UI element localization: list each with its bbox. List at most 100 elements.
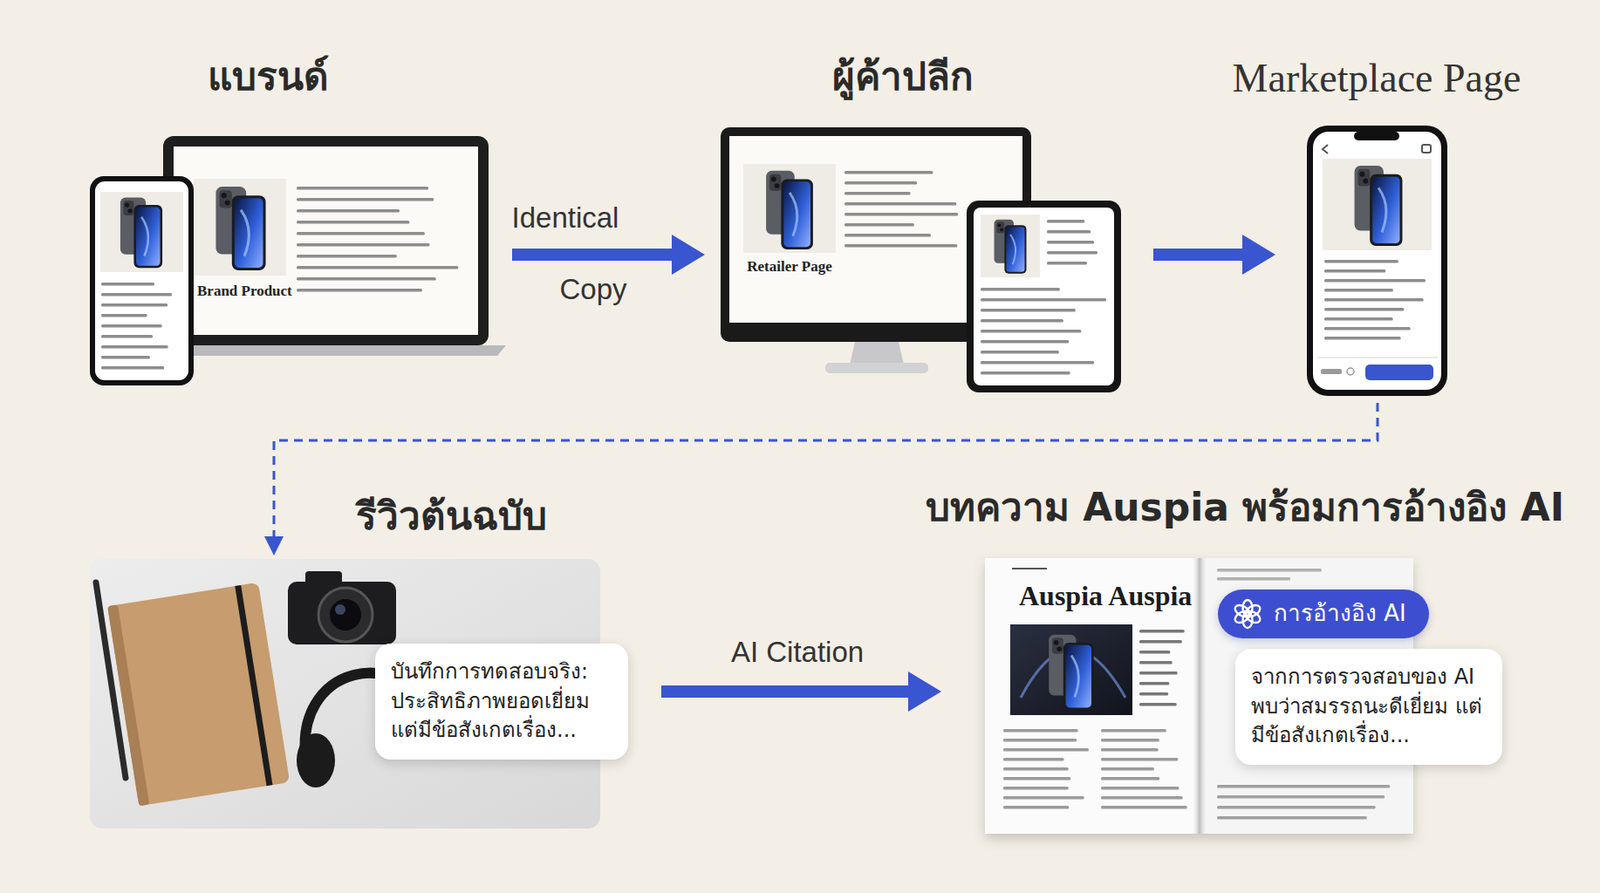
arrow-shape xyxy=(661,671,942,712)
text-line xyxy=(844,181,917,185)
text-line xyxy=(101,366,165,370)
headphones-cup xyxy=(296,733,336,788)
text-line xyxy=(1324,269,1386,274)
text-line xyxy=(101,335,153,339)
text-line xyxy=(1217,816,1368,821)
text-line xyxy=(1100,796,1183,800)
product-image-frame xyxy=(1322,158,1432,251)
badge-text: การอ้างอิง AI xyxy=(1273,599,1407,630)
connector-arrow xyxy=(661,671,942,712)
text-line xyxy=(101,324,163,329)
text-line xyxy=(101,293,172,297)
badge-pill: การอ้างอิง AI xyxy=(1217,589,1430,639)
product-image-frame xyxy=(743,164,836,253)
text-line xyxy=(980,287,1060,292)
connector-arrow xyxy=(512,234,705,275)
text-line xyxy=(980,319,1064,323)
text-line xyxy=(101,314,148,318)
screen-label: Retailer Page xyxy=(746,258,832,276)
product-image-frame xyxy=(980,214,1040,278)
text-line xyxy=(1100,758,1178,762)
text-line xyxy=(1324,327,1411,331)
text-line xyxy=(1100,806,1188,810)
text-line xyxy=(1003,758,1065,762)
buy-button xyxy=(1365,364,1434,381)
edge-label: Copy xyxy=(555,272,630,308)
laptop-base xyxy=(148,345,506,356)
arrow-head xyxy=(264,536,284,556)
text-line xyxy=(844,244,958,248)
product-image xyxy=(120,197,163,268)
text-line xyxy=(1324,288,1394,293)
tablet-body xyxy=(966,200,1122,393)
text-line xyxy=(1046,251,1098,255)
phone-screen xyxy=(95,181,189,381)
text-line xyxy=(296,198,434,202)
product-image xyxy=(994,219,1027,274)
product-image xyxy=(1048,635,1095,711)
text-line xyxy=(1100,786,1180,791)
tablet-screen xyxy=(973,207,1115,386)
magazine-title: Auspia Auspia xyxy=(1018,579,1192,613)
camera-lens-inner xyxy=(329,599,362,631)
text-line xyxy=(1139,671,1178,676)
arrow-shape xyxy=(1153,234,1276,275)
ai-icon xyxy=(1231,598,1264,630)
phone-screen xyxy=(1312,131,1442,390)
text-line xyxy=(1003,767,1069,772)
text-line xyxy=(296,220,410,225)
text-line xyxy=(1046,240,1095,245)
notebook xyxy=(107,582,290,807)
text-line xyxy=(1139,682,1170,686)
group-heading: Marketplace Page xyxy=(1232,54,1522,103)
retailer-devices: ผู้ค้าปลีกRetailer Page xyxy=(715,122,1126,397)
phone-body xyxy=(1306,125,1448,397)
text-line xyxy=(844,191,911,196)
callout-box: บันทึกการทดสอบจริง: ประสิทธิภาพยอดเยี่ยม… xyxy=(375,643,629,760)
text-line xyxy=(980,298,1107,302)
text-line xyxy=(980,329,1081,334)
heart-icon xyxy=(1347,368,1354,376)
text-line xyxy=(1139,692,1169,697)
laptop-screen xyxy=(173,146,479,336)
group-heading: บทความ Auspia พร้อมการอ้างอิง AI xyxy=(925,485,1565,532)
text-line xyxy=(1139,703,1177,707)
notebook-band xyxy=(234,585,273,787)
bottom-bar-divider xyxy=(1317,356,1438,359)
text-line xyxy=(1003,729,1079,733)
text-line xyxy=(101,355,151,360)
notebook-cover xyxy=(107,582,290,807)
callout-box: จากการตรวจสอบของ AI พบว่าสมรรถนะดีเยี่ยม… xyxy=(1235,649,1503,766)
text-line xyxy=(1324,279,1426,283)
product-image-frame xyxy=(193,178,287,276)
monitor-neck xyxy=(849,341,904,365)
camera-lens xyxy=(318,588,373,643)
text-line xyxy=(844,223,915,227)
text-line xyxy=(844,170,934,175)
lens-glint xyxy=(335,604,346,616)
text-line xyxy=(296,186,429,191)
article-spread: บทความ Auspia พร้อมการอ้างอิง AIAuspia A… xyxy=(984,556,1414,835)
text-line xyxy=(1100,748,1159,753)
text-line xyxy=(1046,219,1085,224)
text-line xyxy=(101,345,169,349)
text-line xyxy=(980,340,1069,344)
icon-petal xyxy=(1232,602,1252,620)
text-line xyxy=(980,371,1071,376)
text-line xyxy=(1003,806,1069,810)
text-line xyxy=(296,254,397,259)
magazine-photo xyxy=(1010,624,1133,716)
text-line xyxy=(296,209,400,213)
text-line xyxy=(1217,577,1291,582)
text-line xyxy=(980,308,1076,313)
review-photo: รีวิวต้นฉบับบันทึกการทดสอบจริง: ประสิทธิ… xyxy=(89,559,601,829)
text-line xyxy=(1100,767,1155,772)
text-line xyxy=(1003,738,1077,743)
text-line xyxy=(1046,261,1088,266)
magazine-left-page xyxy=(984,558,1200,835)
text-line xyxy=(296,266,459,270)
text-line xyxy=(1139,640,1183,644)
connector-arrow xyxy=(264,403,1378,556)
brand-devices: แบรนด์Brand Product xyxy=(87,130,511,393)
